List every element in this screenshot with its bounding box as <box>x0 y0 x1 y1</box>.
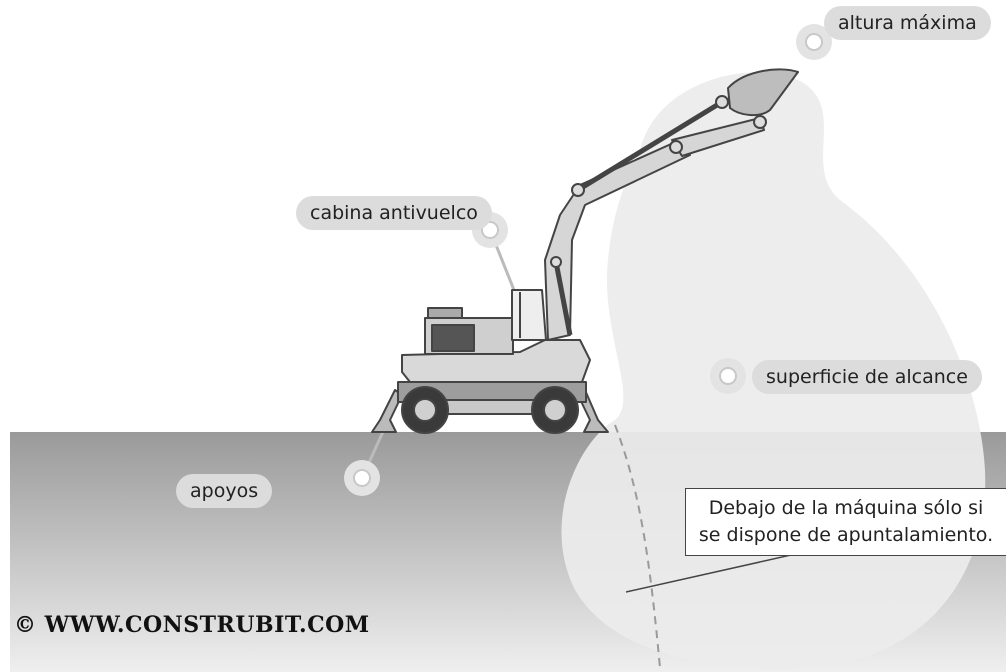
label-rops-cabin: cabina antivuelco <box>296 196 492 230</box>
excavator <box>371 68 799 434</box>
label-reach-surface: superficie de alcance <box>752 360 982 394</box>
chassis-lower <box>439 399 541 415</box>
label-bullets <box>344 24 832 496</box>
upper-body <box>401 339 591 383</box>
note-pointer <box>625 547 823 593</box>
wheel-left <box>401 386 449 434</box>
bucket <box>727 68 799 116</box>
wheel-right <box>531 386 579 434</box>
support-note: Debajo de la máquina sólo si se dispone … <box>685 488 1006 556</box>
support-note-line2: se dispone de apuntalamiento. <box>698 524 994 546</box>
exhaust <box>427 307 463 319</box>
copyright-text: © WWW.CONSTRUBIT.COM <box>14 612 370 638</box>
boom-cylinder <box>553 261 573 336</box>
arm-cylinder <box>576 99 724 193</box>
label-max-height: altura máxima <box>824 6 991 40</box>
cabin <box>511 289 547 341</box>
support-note-line1: Debajo de la máquina sólo si <box>708 497 984 519</box>
engine-grille <box>431 324 475 352</box>
label-outriggers: apoyos <box>176 474 273 508</box>
